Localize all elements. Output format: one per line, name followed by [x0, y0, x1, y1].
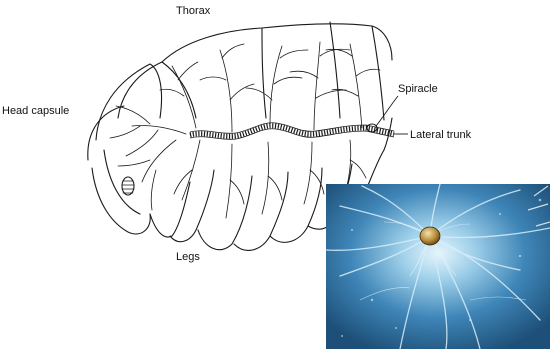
- spiracle-photo: [326, 184, 550, 349]
- lateral-trunk: [190, 123, 394, 140]
- label-lateral-trunk: Lateral trunk: [410, 129, 472, 141]
- label-spiracle: Spiracle: [398, 83, 438, 95]
- photo-spiracle: [420, 227, 440, 245]
- label-head-capsule: Head capsule: [2, 105, 69, 117]
- label-thorax: Thorax: [176, 5, 211, 17]
- label-legs: Legs: [176, 251, 200, 263]
